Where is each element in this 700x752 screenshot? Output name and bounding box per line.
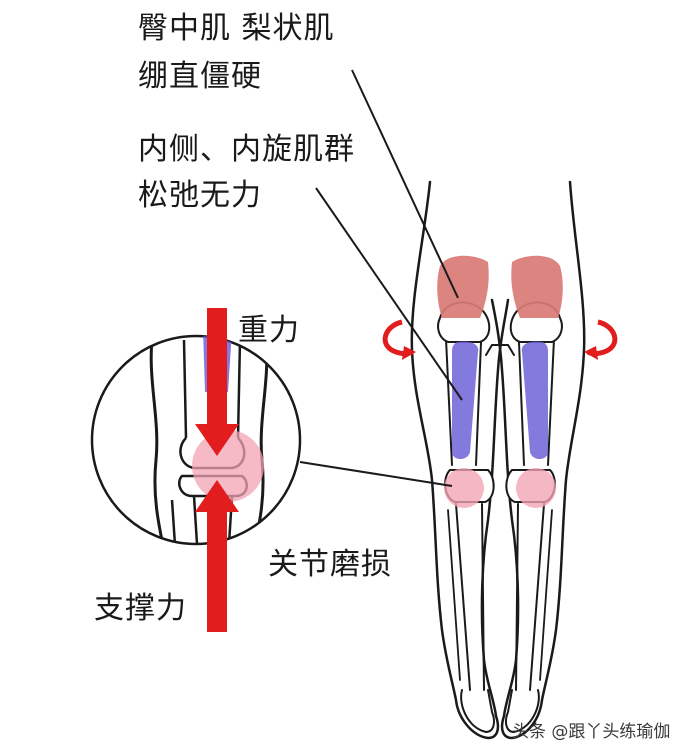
- right-inner-muscle: [521, 341, 548, 460]
- left-tibia: [455, 503, 485, 691]
- support-arrow: [195, 480, 239, 632]
- magnified-femur: [182, 339, 242, 439]
- right-tibia: [515, 503, 545, 691]
- inner-fold: [485, 344, 515, 356]
- gravity-label: 重力: [238, 313, 300, 348]
- magnified-knee-highlight: [192, 430, 264, 502]
- right-foot: [505, 689, 540, 734]
- left-foot: [460, 689, 495, 734]
- joint-wear-label: 关节磨损: [268, 547, 392, 582]
- left-gluteal-muscle: [437, 255, 489, 318]
- knee-magnifier: [90, 334, 302, 546]
- right-leg-outline: [490, 180, 586, 740]
- left-leg-outline: [410, 180, 510, 740]
- gluteal-label-line1: 臀中肌 梨状肌: [138, 11, 335, 46]
- right-gluteal-muscle: [511, 255, 563, 318]
- gluteal-label-line2: 绷直僵硬: [138, 59, 262, 94]
- right-knee-highlight: [516, 468, 556, 508]
- leader-lines: [299, 69, 463, 487]
- gravity-arrow: [195, 308, 239, 456]
- inner-muscle-label: 内侧、内旋肌群 松弛无力: [138, 131, 355, 215]
- magnified-left-outline: [149, 339, 168, 544]
- leader-inner: [315, 187, 463, 401]
- leader-joint: [299, 461, 453, 487]
- left-rotation-arrow: [382, 319, 416, 360]
- left-inner-muscle: [452, 341, 479, 460]
- gluteal-label: 臀中肌 梨状肌 绷直僵硬: [138, 10, 335, 96]
- left-knee-highlight: [444, 468, 484, 508]
- support-label: 支撑力: [94, 591, 187, 626]
- leader-gluteal: [351, 69, 459, 299]
- watermark: 头条 @跟丫头练瑜伽: [512, 722, 671, 742]
- inner-label-line2: 松弛无力: [138, 178, 262, 213]
- left-fibula: [447, 509, 461, 681]
- right-rotation-arrow: [584, 319, 618, 360]
- inner-label-line1: 内侧、内旋肌群: [138, 132, 355, 167]
- magnified-fibula: [170, 499, 178, 544]
- right-fibula: [539, 509, 553, 681]
